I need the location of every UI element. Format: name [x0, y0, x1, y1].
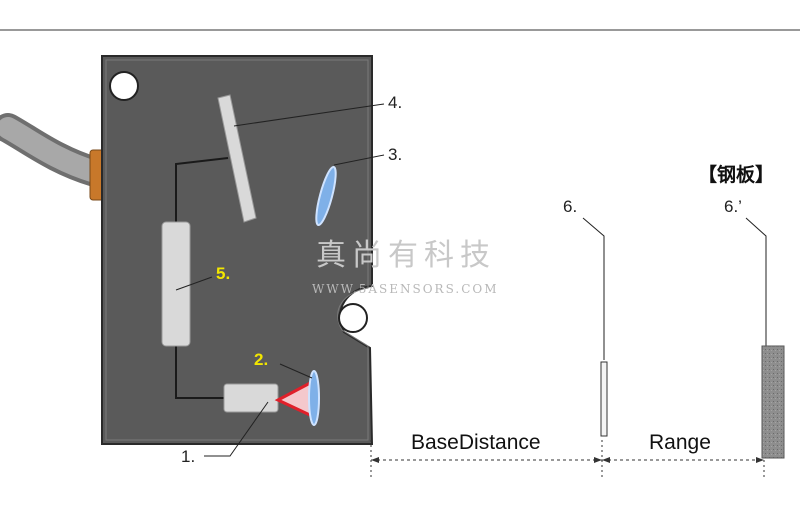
leader-2: [279, 363, 313, 379]
label-target: 6.: [563, 197, 578, 216]
label-steel-plate: 【钢板】: [698, 164, 775, 186]
receiver-lens: [308, 370, 320, 426]
emitter-lens: [315, 165, 337, 227]
label-target-alt: 6.’: [724, 197, 742, 216]
target-plate: [600, 361, 608, 437]
label-base-distance: BaseDistance: [411, 431, 541, 454]
mirror: [217, 94, 257, 223]
label-detector: 5.: [216, 264, 231, 283]
wire-upper: [175, 157, 229, 222]
label-receiver-lens: 2.: [254, 350, 269, 369]
steel-plate: [761, 345, 785, 459]
watermark-cn: 真尚有科技: [316, 238, 496, 273]
label-mirror: 4.: [388, 93, 403, 112]
leader-1: [204, 401, 269, 457]
leader-lines: [175, 103, 767, 457]
label-range: Range: [649, 431, 711, 454]
dimension-lines: [370, 440, 765, 478]
label-emitter-lens: 3.: [388, 145, 403, 164]
leader-5: [175, 276, 213, 291]
wire-lower: [175, 346, 224, 399]
sensor-housing: [101, 55, 374, 445]
mounting-hole-bottom: [338, 303, 368, 333]
leader-6: [582, 217, 605, 360]
emitter: [223, 383, 279, 413]
label-emitter: 1.: [181, 447, 196, 466]
cable: [0, 113, 110, 201]
mounting-hole-top: [109, 71, 139, 101]
watermark-url: WWW.5ASENSORS.COM: [312, 282, 499, 296]
leader-3: [333, 154, 385, 166]
detector: [161, 221, 191, 347]
leader-4: [233, 103, 385, 127]
leader-6prime: [745, 217, 767, 346]
